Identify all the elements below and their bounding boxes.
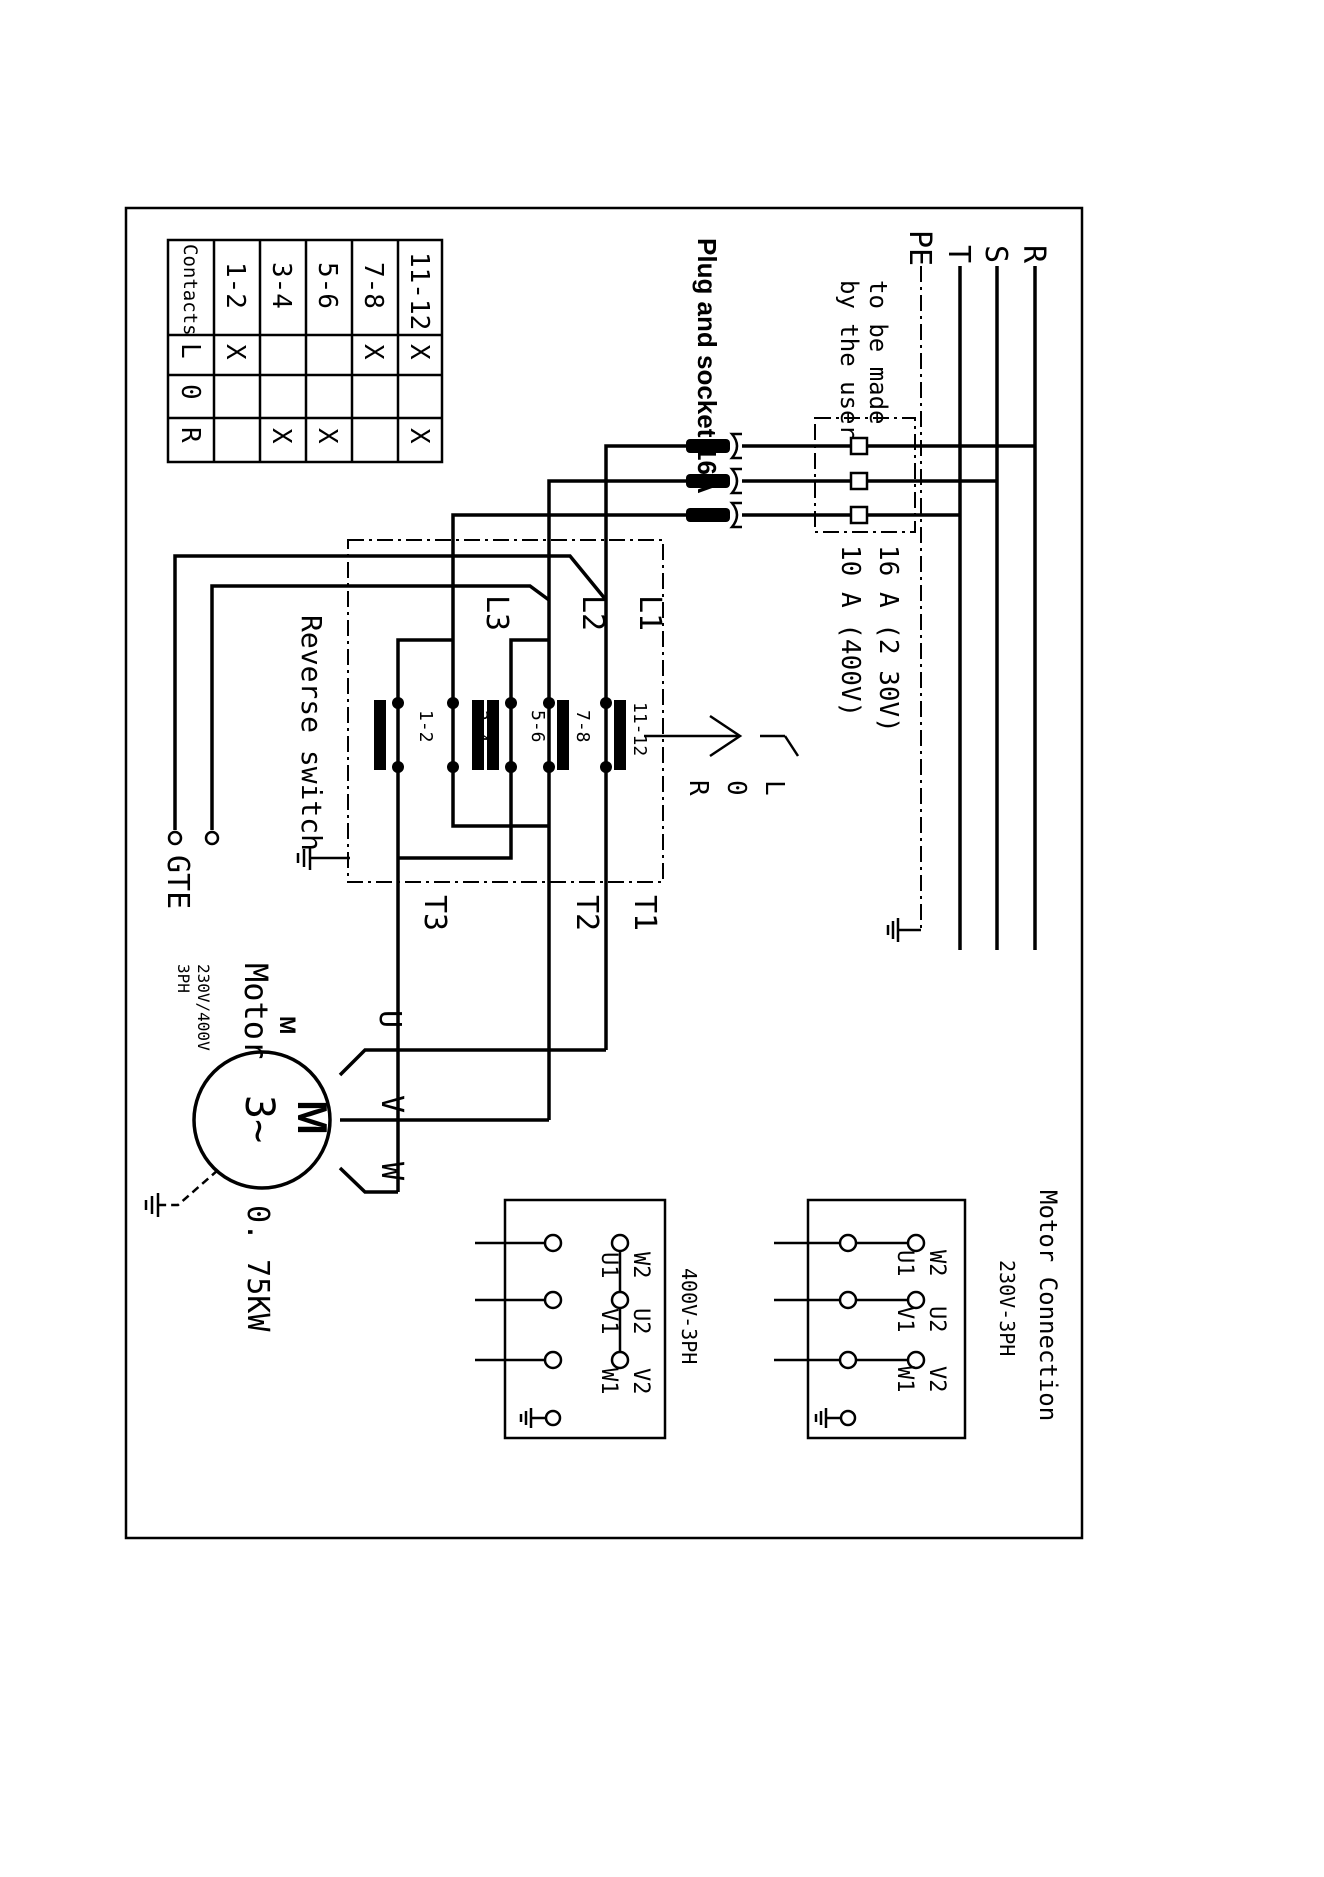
star-connection-label: 400V-3PH (677, 1268, 701, 1364)
table-mark: X (266, 428, 296, 444)
switch-contacts (374, 697, 626, 773)
motor-symbol-m: M (289, 1100, 336, 1135)
switch-input-l2: L2 (575, 595, 610, 631)
table-row-contact: 7-8 (358, 262, 388, 309)
table-mark: X (220, 344, 250, 360)
delta-ground-icon (814, 1408, 857, 1428)
delta-connection-label: 230V-3PH (995, 1260, 1019, 1356)
star-terminal-u1: U1 (596, 1252, 621, 1279)
table-row-contact: 1-2 (220, 262, 250, 309)
star-terminal-w2: W2 (628, 1252, 653, 1279)
contact-label-3-4: 3-4 (470, 710, 491, 743)
delta-terminal-u2: U2 (924, 1306, 949, 1333)
fuse-note-line2: by the user (835, 280, 863, 439)
supply-label-s: S (978, 245, 1013, 263)
switch-ground-icon (296, 846, 350, 870)
switch-output-t3: T3 (417, 895, 452, 931)
motor-ground-icon (144, 1169, 219, 1217)
gte-label: GTE (160, 855, 195, 909)
star-terminal-v2: V2 (628, 1368, 653, 1395)
plug-icon (686, 501, 742, 529)
fuse-feeders (742, 417, 1035, 533)
contacts-table: Contacts L 0 R 11-12 7-8 5-6 3-4 1-2 X X… (166, 238, 444, 464)
pe-ground-icon (886, 918, 921, 942)
fuse-icon (849, 471, 869, 491)
supply-label-t: T (941, 245, 976, 263)
motor-terminal-v: V (374, 1095, 409, 1113)
table-row-contact: 5-6 (312, 262, 342, 309)
delta-terminal-w1: W1 (892, 1366, 917, 1393)
star-terminal-v1: V1 (596, 1308, 621, 1335)
star-ground-icon (519, 1408, 562, 1428)
fuse-icon (849, 436, 869, 456)
switch-lever-icon (644, 714, 800, 758)
star-connection-box (475, 1198, 667, 1440)
motor-terminal-w: W (374, 1162, 409, 1181)
fuse-note-line1: to be made (864, 280, 892, 425)
table-row-contact: 3-4 (266, 262, 296, 309)
diagram-frame (124, 206, 1084, 1540)
table-column-l: L (175, 343, 205, 359)
contact-label-1-2: 1-2 (415, 710, 436, 743)
motor-m-label: M (275, 1016, 300, 1034)
plug-label: Plug and socket:16A (692, 238, 722, 494)
table-mark: X (358, 344, 388, 360)
table-header: Contacts (179, 244, 201, 336)
delta-terminal-w2: W2 (924, 1250, 949, 1277)
table-row-contact: 11-12 (404, 252, 434, 330)
supply-lines: R S T PE (886, 230, 1051, 950)
switch-input-l3: L3 (479, 595, 514, 631)
gte-terminals (167, 830, 220, 846)
star-terminal-u2: U2 (628, 1308, 653, 1335)
switch-output-t1: T1 (627, 895, 662, 931)
table-column-0: 0 (175, 384, 205, 400)
table-mark: X (404, 344, 434, 360)
star-terminal-w1: W1 (596, 1368, 621, 1395)
delta-terminal-v1: V1 (892, 1306, 917, 1333)
delta-terminal-v2: V2 (924, 1366, 949, 1393)
motor-terminal-u: U (372, 1010, 407, 1028)
plug-icon (686, 467, 742, 495)
lever-position-0: 0 (721, 780, 751, 796)
table-mark: X (404, 428, 434, 444)
plug-icon (686, 432, 742, 460)
motor-title: Motor (237, 963, 275, 1059)
switch-input-l1: L1 (632, 595, 667, 631)
supply-label-pe: PE (902, 230, 937, 266)
motor (144, 1048, 606, 1217)
switch-output-t2: T2 (569, 895, 604, 931)
lever-position-l: L (759, 780, 789, 796)
motor-voltage: 230V/400V (194, 964, 213, 1051)
reverse-switch-title: Reverse switch (295, 615, 328, 851)
table-column-r: R (175, 427, 205, 443)
delta-terminal-u1: U1 (892, 1250, 917, 1277)
motor-symbol-phase: 3~ (236, 1095, 282, 1143)
motor-symbol-icon (192, 1050, 332, 1190)
reverse-switch-box (347, 539, 664, 883)
fuse-box (814, 417, 916, 533)
contact-label-7-8: 7-8 (572, 710, 593, 743)
contact-label-11-12: 11-12 (629, 702, 650, 756)
motor-power: 0. 75KW (240, 1205, 275, 1332)
lever-position-r: R (683, 780, 713, 796)
switch-feeders (451, 444, 686, 693)
delta-connection-box (774, 1198, 967, 1440)
motor-connection-title: Motor Connection (1034, 1190, 1062, 1421)
supply-label-r: R (1016, 245, 1051, 264)
fuse-icon (849, 505, 869, 525)
motor-phase: 3PH (174, 964, 193, 993)
fuse-rating-230: 16 A (2 30V) (873, 545, 903, 733)
fuse-rating-400: 10 A (400V) (835, 545, 865, 717)
plug-socket: Plug and socket:16A (686, 238, 742, 529)
contact-label-5-6: 5-6 (527, 710, 548, 743)
table-mark: X (312, 428, 342, 444)
